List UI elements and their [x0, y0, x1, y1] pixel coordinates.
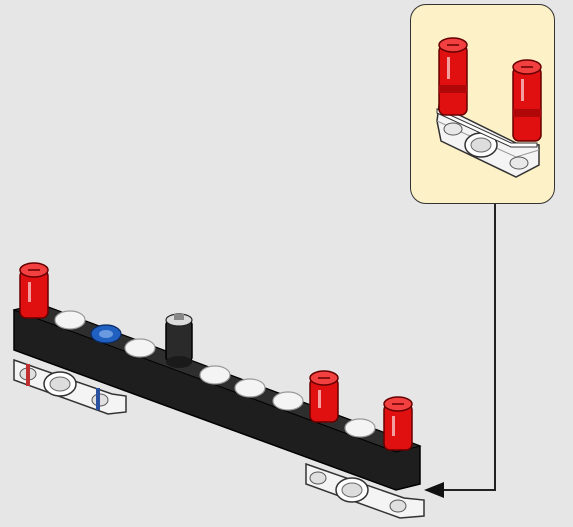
red-pin-mid	[309, 370, 339, 423]
red-pin-right	[383, 396, 413, 451]
sub-assembly-illustration	[436, 37, 542, 178]
white-connector	[436, 103, 540, 178]
red-pin-left	[19, 262, 49, 319]
white-connector-right	[305, 462, 425, 519]
blue-pin	[90, 324, 122, 344]
white-connector-left	[13, 358, 127, 415]
black-axle-pin	[165, 313, 193, 368]
placement-arrow-line	[440, 204, 496, 491]
placement-arrow-head	[424, 482, 444, 498]
red-pin	[512, 59, 542, 142]
parts-callout	[410, 4, 555, 204]
red-pin	[438, 37, 468, 116]
